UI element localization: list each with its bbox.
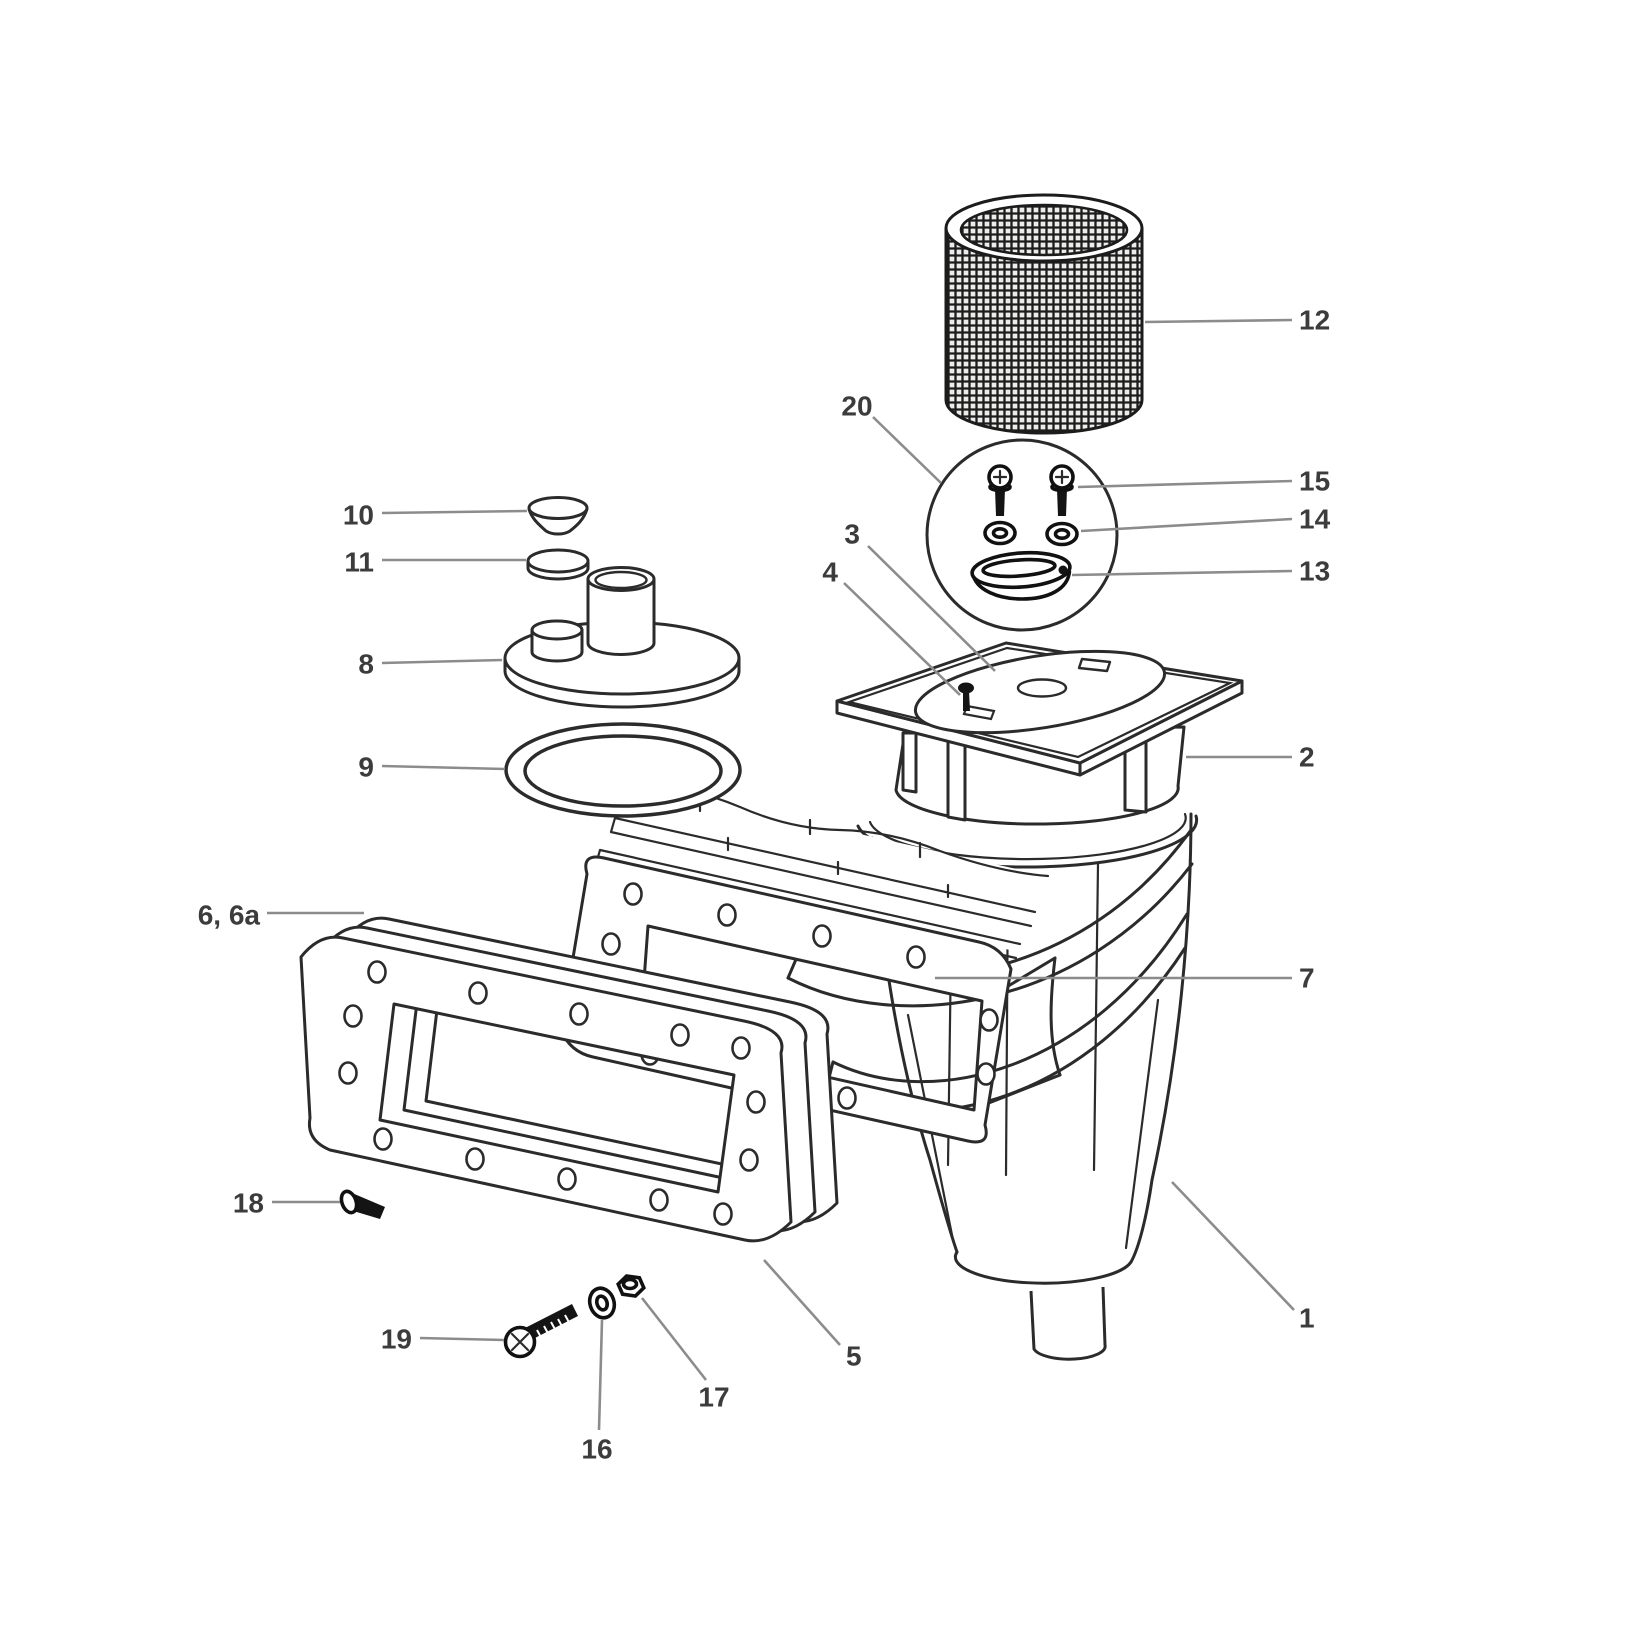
callout-label-17: 17 — [698, 1382, 729, 1413]
callout-label-15: 15 — [1299, 466, 1330, 497]
callout-leader-12 — [1144, 318, 1293, 324]
callout-label-6: 6, 6a — [198, 900, 261, 931]
callout-leader-1 — [1171, 1181, 1295, 1311]
collar-legs — [901, 731, 1148, 822]
nut-17 — [616, 1274, 646, 1298]
weir-collar-13 — [970, 550, 1072, 601]
gasket-disc-11 — [526, 548, 590, 581]
faceplate-5 — [299, 935, 793, 1243]
callout-leader-8 — [381, 658, 503, 665]
callout-label-9: 9 — [358, 752, 374, 783]
cover-screw-left — [987, 464, 1013, 516]
callout-leader-5 — [763, 1259, 841, 1346]
callout-label-16: 16 — [581, 1434, 612, 1465]
callout-leader-16 — [597, 1319, 604, 1431]
callout-label-7: 7 — [1299, 963, 1315, 994]
callout-leader-9 — [381, 764, 506, 771]
callout-leader-13 — [1071, 569, 1293, 577]
callout-leader-15 — [1077, 479, 1293, 489]
callout-label-2: 2 — [1299, 742, 1315, 773]
strainer-basket-illustration — [944, 193, 1144, 435]
callout-label-19: 19 — [381, 1324, 412, 1355]
cover-screw-right — [1049, 464, 1075, 516]
lid-screw — [958, 682, 974, 711]
callout-label-13: 13 — [1299, 556, 1330, 587]
o-ring-9 — [504, 722, 742, 818]
callout-leader-17 — [640, 1297, 708, 1381]
screw-19 — [503, 1304, 578, 1359]
outlet-pipe — [1029, 1286, 1107, 1361]
lid-knob-10 — [527, 496, 589, 536]
callout-leader-3 — [867, 545, 996, 672]
gasket-stack — [299, 916, 839, 1243]
callout-label-8: 8 — [358, 649, 374, 680]
screw-18 — [339, 1189, 385, 1219]
callout-label-5: 5 — [846, 1341, 862, 1372]
callout-label-18: 18 — [233, 1188, 264, 1219]
washer-16 — [587, 1286, 617, 1320]
callout-label-12: 12 — [1299, 305, 1330, 336]
hardware-detail-circle — [925, 438, 1119, 632]
callout-label-1: 1 — [1299, 1303, 1315, 1334]
callout-leader-10 — [381, 509, 528, 515]
washer-pair — [983, 520, 1079, 547]
callout-label-4: 4 — [822, 557, 838, 588]
callout-label-20: 20 — [841, 391, 872, 422]
vacuum-plate-8 — [503, 566, 741, 709]
callout-label-3: 3 — [844, 519, 860, 550]
callout-label-14: 14 — [1299, 504, 1331, 535]
weir-pin — [1058, 565, 1068, 575]
callout-leader-14 — [1080, 517, 1293, 533]
callout-leader-4 — [843, 582, 961, 696]
callout-leader-19 — [419, 1336, 505, 1342]
callout-label-11: 11 — [344, 547, 374, 578]
callout-label-10: 10 — [343, 500, 374, 531]
callout-leader-20 — [872, 416, 942, 484]
